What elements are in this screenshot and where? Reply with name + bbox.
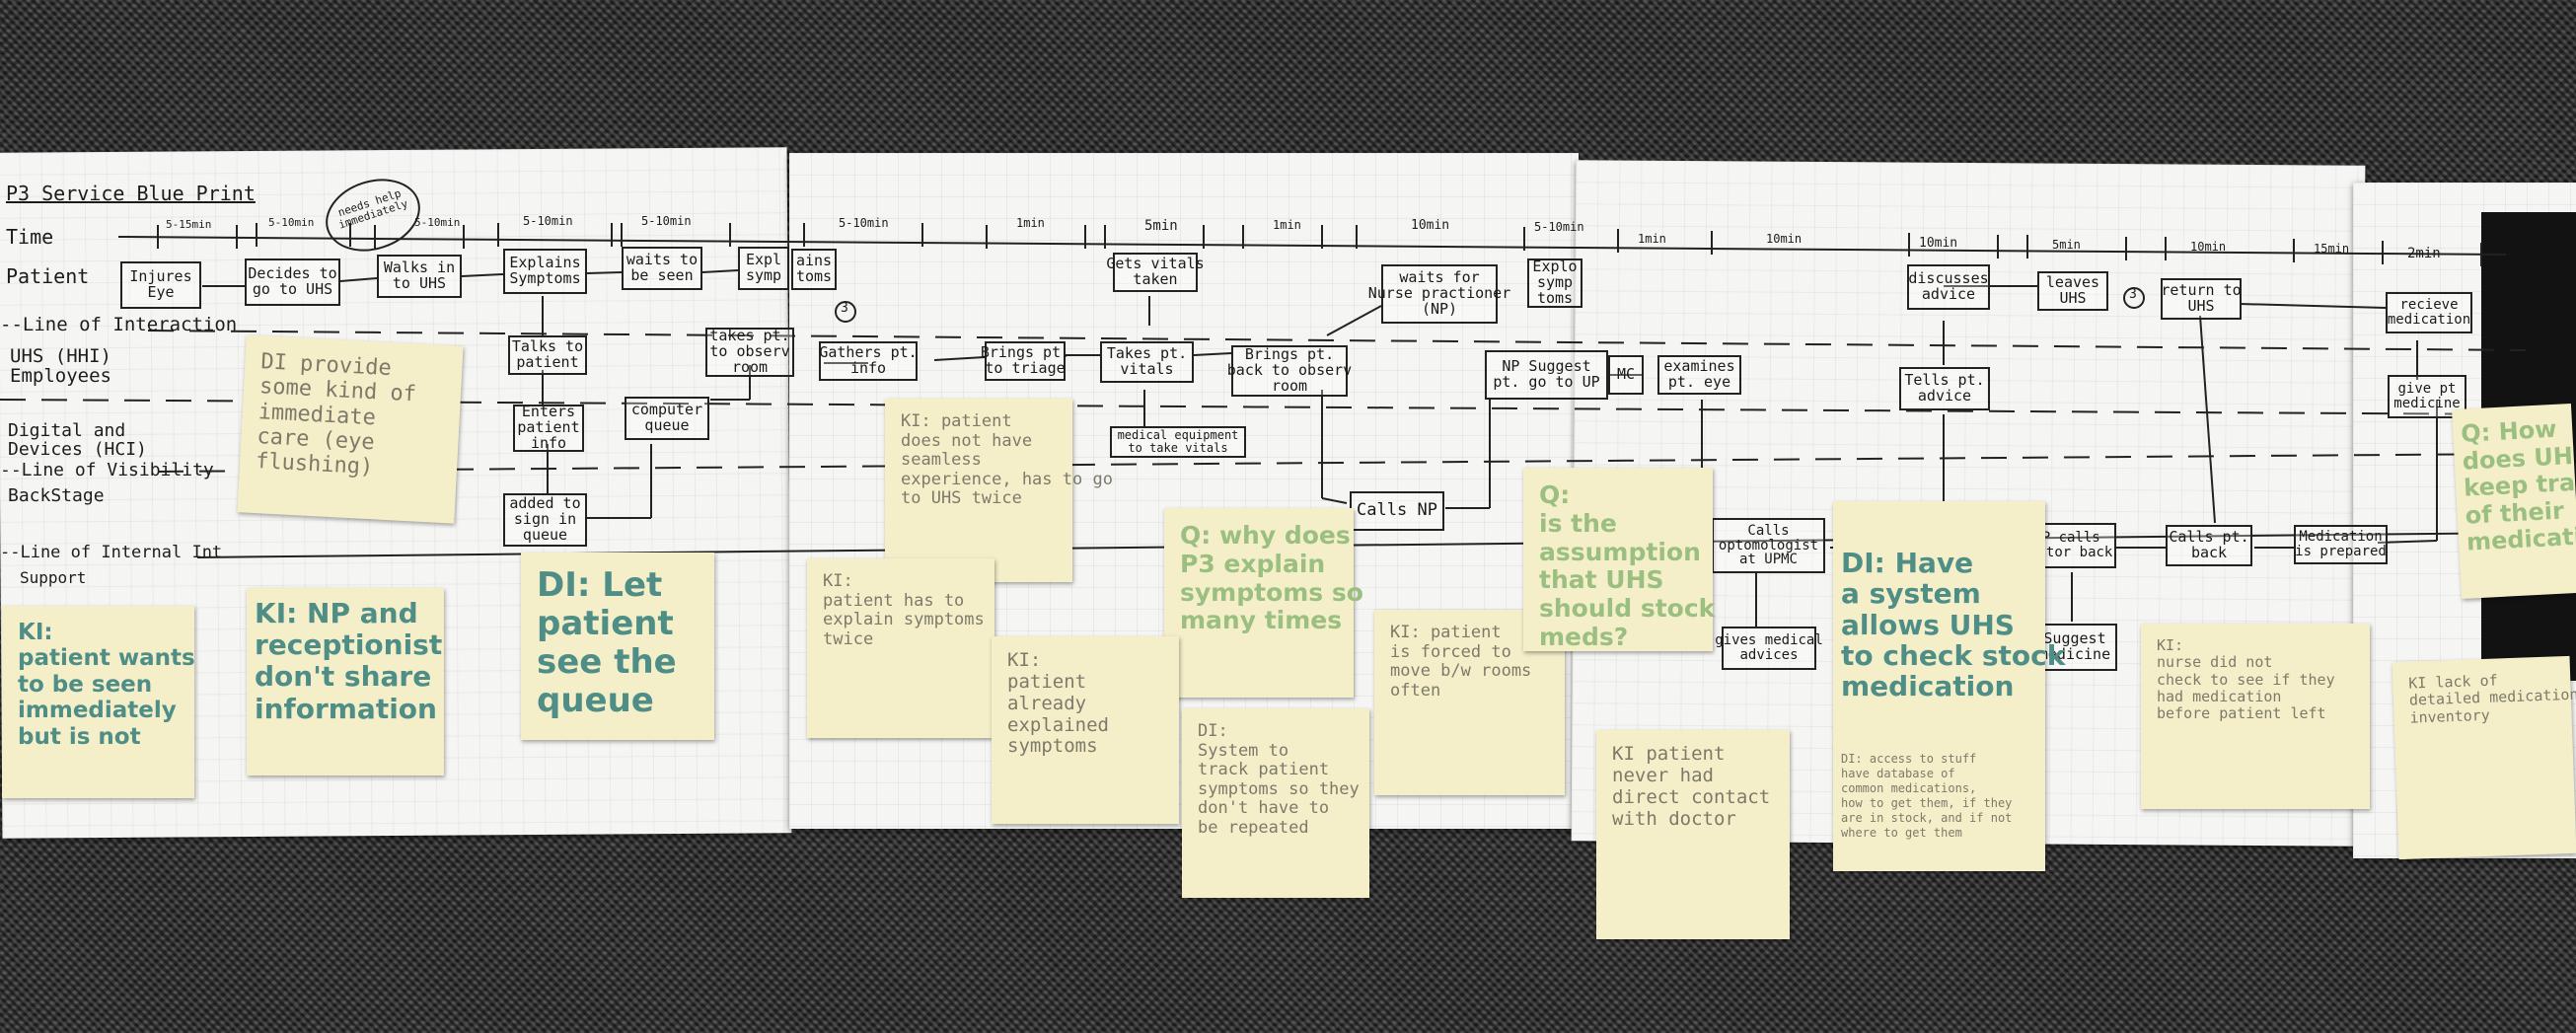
box-brings-observ: Brings pt. back to observ room bbox=[1227, 345, 1352, 397]
box-suggest-medicine: Suggest medicine bbox=[2032, 624, 2117, 671]
connector-3: 3 bbox=[841, 301, 848, 316]
time-label: 10min bbox=[1766, 232, 1803, 246]
lane-digital-devices: Digital and Devices (HCI) bbox=[8, 420, 147, 460]
box-takes-observ: takes pt. to observ room bbox=[705, 328, 794, 377]
sticky-note: DI provide some kind of immediate care (… bbox=[237, 334, 464, 524]
time-label: 5-10min bbox=[839, 216, 889, 230]
lane-support: Support bbox=[20, 568, 87, 587]
box-calls-np: Calls NP bbox=[1350, 491, 1444, 531]
lane-time: Time bbox=[6, 225, 54, 249]
sticky-note: DI: System to track patient symptoms so … bbox=[1182, 708, 1369, 898]
box-gathers-info: Gathers pt. info bbox=[819, 341, 918, 381]
box-return-uhs: return to UHS bbox=[2161, 278, 2242, 320]
sticky-note: Q: why does P3 explain symptoms so many … bbox=[1164, 508, 1363, 698]
box-explains-symptoms-4: Explo symp toms bbox=[1527, 258, 1582, 308]
box-waits-np: waits for Nurse practioner (NP) bbox=[1368, 264, 1510, 324]
box-calls-pt-back: Calls pt. back bbox=[2166, 525, 2252, 566]
box-computer-queue: computer queue bbox=[625, 397, 709, 440]
time-label: 5-10min bbox=[268, 216, 315, 229]
time-label: 5-10min bbox=[414, 216, 461, 229]
sticky-note: KI: patient does not have seamless exper… bbox=[885, 399, 1113, 582]
box-leaves-uhs: leaves UHS bbox=[2037, 271, 2108, 311]
lane-patient: Patient bbox=[6, 264, 90, 288]
sticky-note: KI: patient is forced to move b/w rooms … bbox=[1374, 610, 1565, 795]
time-label: 1min bbox=[1016, 216, 1045, 230]
time-label: 15min bbox=[2314, 242, 2350, 256]
box-brings-triage: Brings pt. to triage bbox=[981, 341, 1069, 381]
box-tells-advice: Tells pt. advice bbox=[1899, 367, 1990, 410]
sticky-note: KI: patient has to explain symptoms twic… bbox=[807, 558, 994, 738]
box-recieve-medication: recieve medication bbox=[2386, 292, 2472, 333]
box-explains-symptoms-3: ains toms bbox=[791, 249, 837, 290]
box-medication-prepared: Medication is prepared bbox=[2294, 525, 2388, 564]
lane-line-internal: --Line of Internal Int bbox=[0, 543, 223, 562]
box-np-suggest: NP Suggest pt. go to UP bbox=[1485, 350, 1608, 400]
box-added-queue: added to sign in queue bbox=[503, 493, 587, 547]
box-waits-seen: waits to be seen bbox=[622, 247, 702, 290]
box-gets-vitals: Gets vitals taken bbox=[1106, 253, 1205, 292]
box-explains-symptoms: Explains Symptoms bbox=[503, 249, 587, 294]
time-label: 1min bbox=[1638, 232, 1666, 246]
time-label: 2min bbox=[2407, 246, 2441, 261]
sticky-note: Q: is the assumption that UHS should sto… bbox=[1523, 468, 1715, 651]
sticky-note: KI lack of detailed medication inventory bbox=[2392, 655, 2576, 860]
box-enters-info: Enters patient info bbox=[513, 405, 584, 452]
box-discusses-advice: discusses advice bbox=[1907, 264, 1990, 310]
lane-line-interaction: --Line of Interaction bbox=[0, 314, 238, 335]
sticky-note: KI: NP and receptionist don't share info… bbox=[247, 588, 444, 775]
lane-backstage: BackStage bbox=[8, 485, 105, 506]
sticky-note: Q: How does UHS keep track of their medi… bbox=[2452, 403, 2576, 600]
time-label: 5-10min bbox=[523, 214, 573, 228]
box-explains-symptoms-2: Expl symp bbox=[738, 247, 789, 290]
box-gives-advice: gives medical advices bbox=[1715, 627, 1823, 670]
box-examines-eye: examines pt. eye bbox=[1657, 355, 1741, 395]
sticky-note-heading: DI: Have a system allows UHS to check st… bbox=[1841, 546, 2066, 703]
time-label: 10min bbox=[2190, 240, 2227, 254]
sticky-note: KI: nurse did not check to see if they h… bbox=[2141, 624, 2370, 809]
time-label: 5-15min bbox=[166, 218, 212, 231]
time-label: 5-10min bbox=[641, 214, 692, 228]
time-label: 10min bbox=[1919, 236, 1958, 251]
box-injures-eye: Injures Eye bbox=[120, 261, 201, 309]
box-mc: MC bbox=[1608, 355, 1644, 395]
time-label: 5-10min bbox=[1534, 220, 1584, 234]
sticky-note: KI: patient wants to be seen immediately… bbox=[2, 606, 195, 798]
sticky-note: DI: Let patient see the queue bbox=[521, 553, 714, 740]
box-takes-vitals: Takes pt. vitals bbox=[1100, 341, 1194, 383]
time-label: 1min bbox=[1273, 218, 1301, 232]
box-calls-optomologist: Calls optomologist at UPMC bbox=[1712, 518, 1825, 573]
page-title: P3 Service Blue Print bbox=[6, 182, 256, 205]
box-decides: Decides to go to UHS bbox=[245, 258, 340, 306]
box-talks-patient: Talks to patient bbox=[508, 335, 587, 375]
box-medical-equipment: medical equipment to take vitals bbox=[1110, 426, 1246, 458]
time-label: 5min bbox=[1144, 218, 1178, 234]
box-walks-in: Walks in to UHS bbox=[377, 255, 462, 298]
sticky-note: DI: Have a system allows UHS to check st… bbox=[1833, 501, 2066, 871]
sticky-note: KI patient never had direct contact with… bbox=[1596, 730, 1790, 939]
time-label: 5min bbox=[2052, 238, 2081, 252]
lane-line-visibility: --Line of Visibility bbox=[0, 460, 214, 480]
connector-3: 3 bbox=[2129, 287, 2137, 302]
sticky-note: KI: patient already explained symptoms bbox=[992, 636, 1179, 824]
time-label: 10min bbox=[1411, 218, 1450, 233]
sticky-note-body: DI: access to stuff have database of com… bbox=[1841, 752, 2013, 841]
lane-uhs-employees: UHS (HHI) Employees bbox=[10, 345, 111, 387]
